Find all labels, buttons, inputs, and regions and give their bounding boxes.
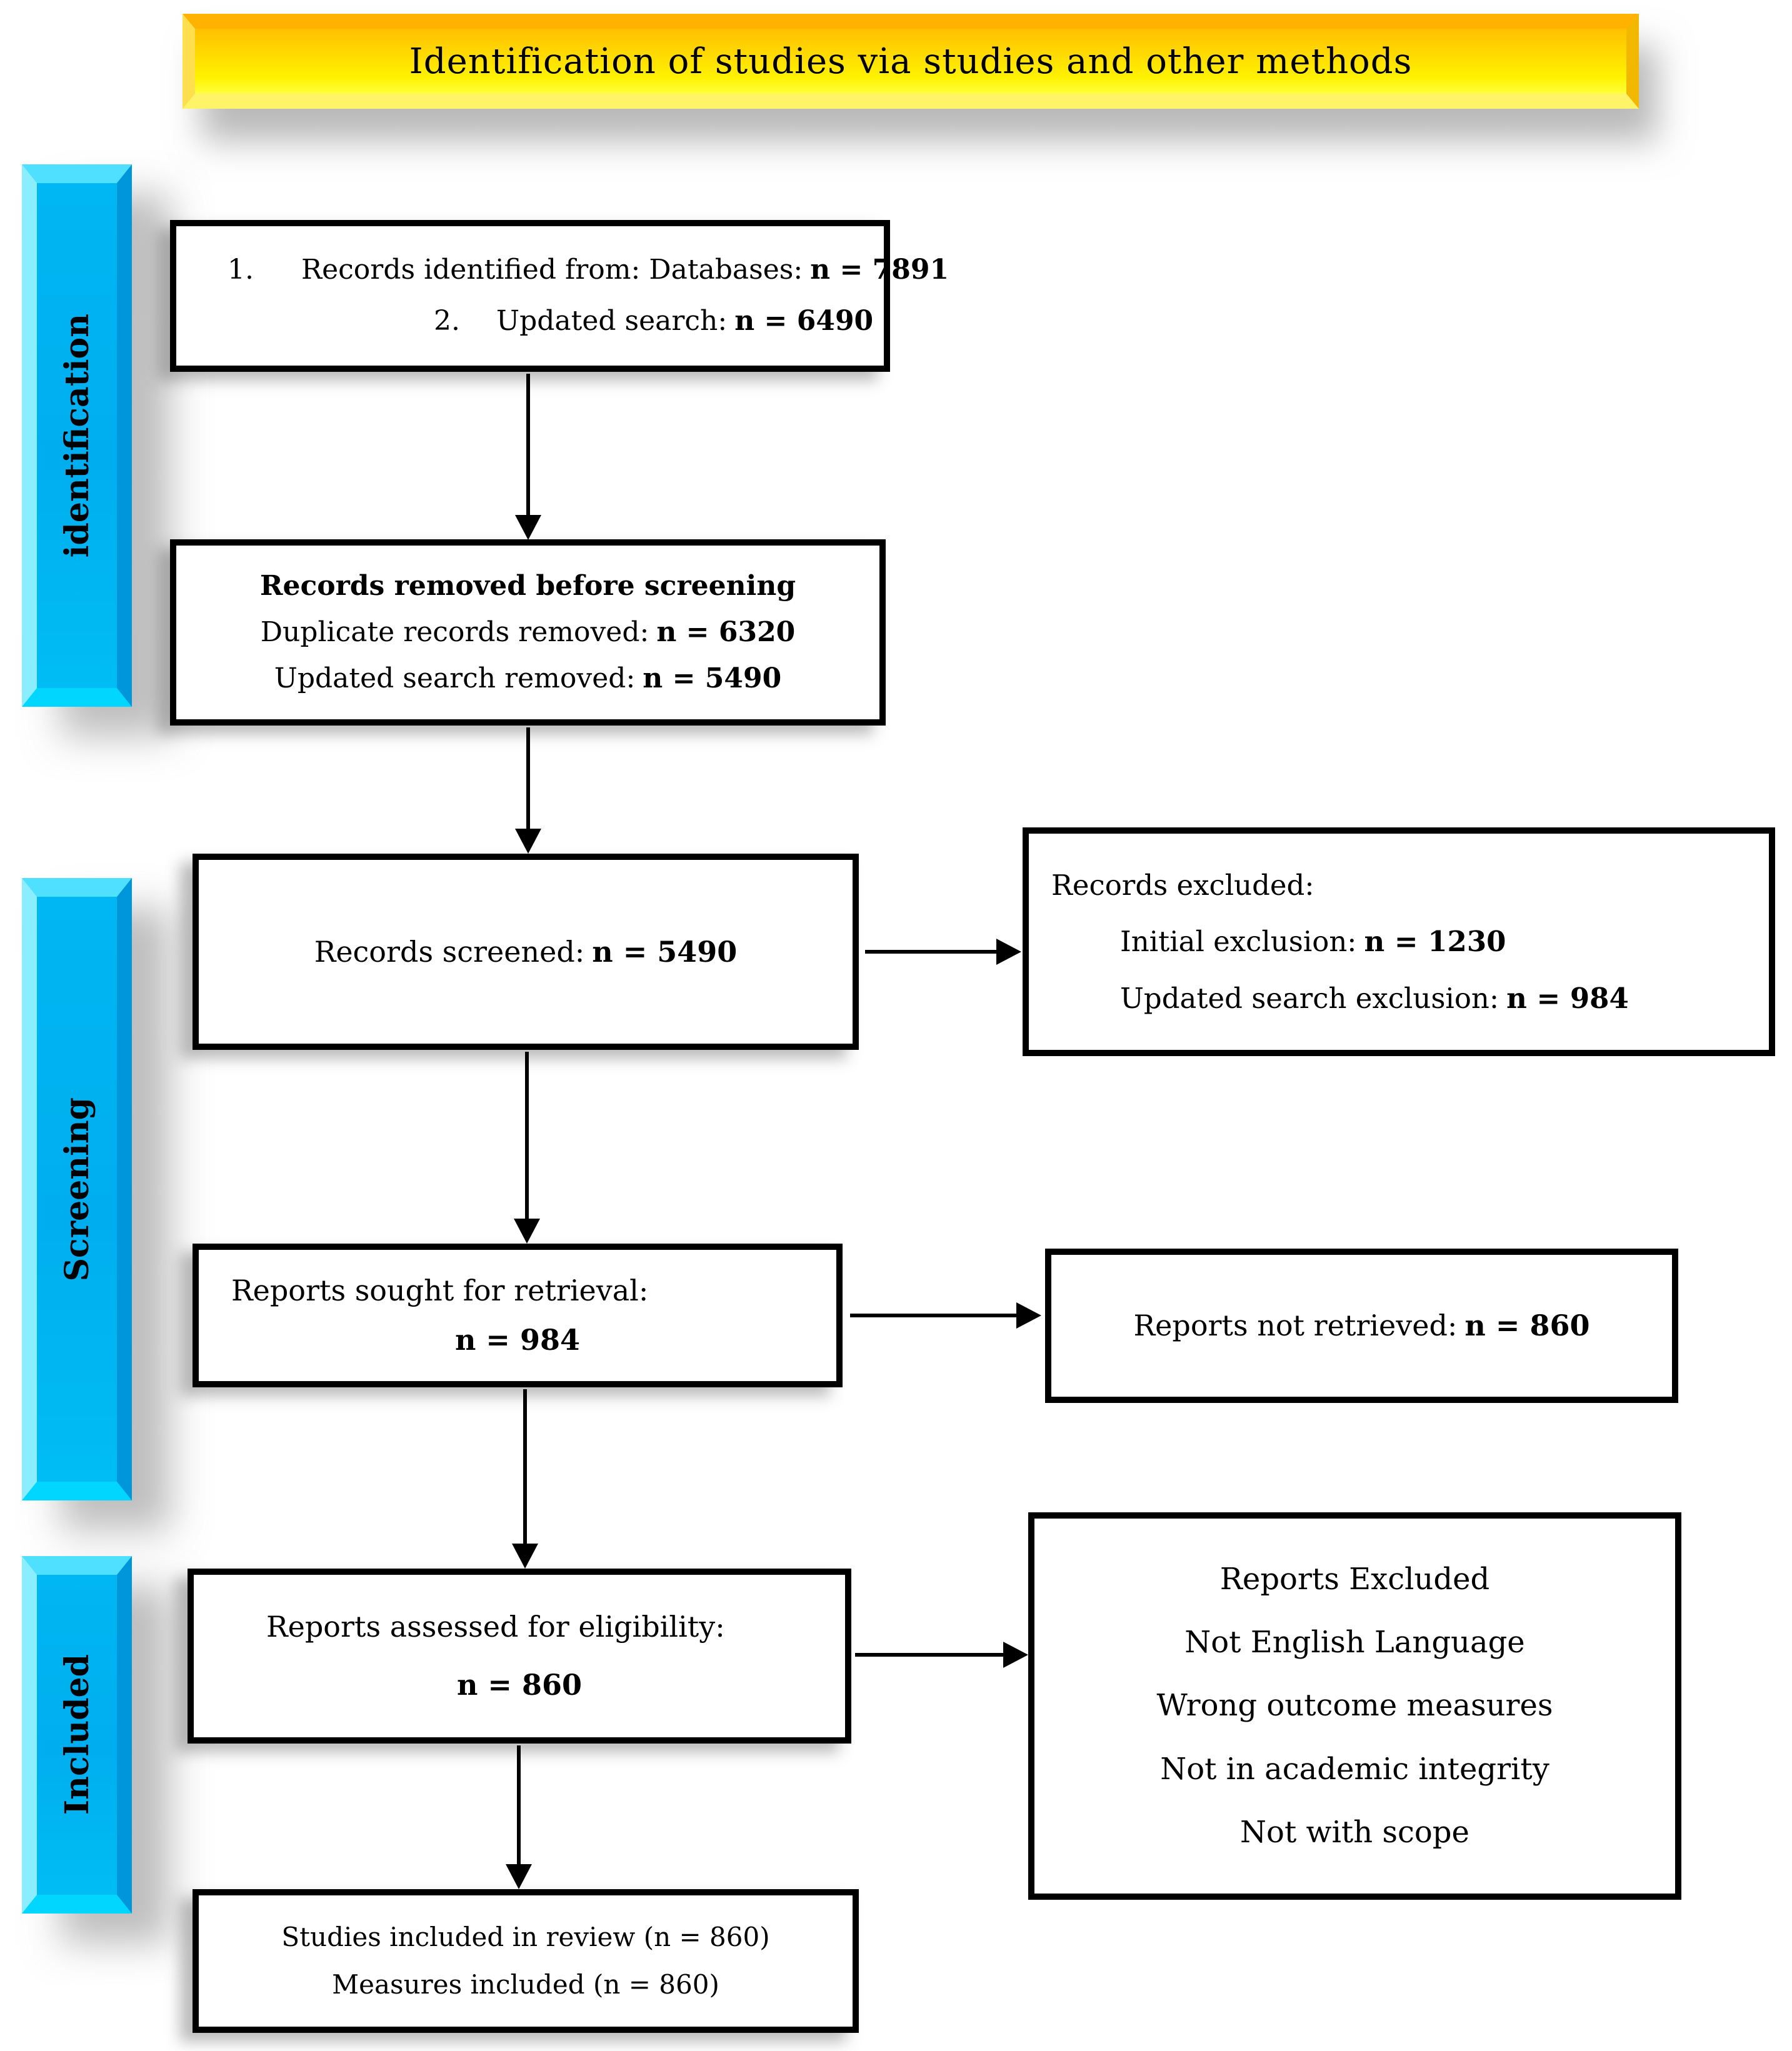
reports-assessed-label: Reports assessed for eligibility:: [266, 1609, 725, 1644]
stage-banner-identification: identification: [22, 164, 132, 707]
title-banner: Identification of studies via studies an…: [183, 14, 1639, 109]
records-excluded-title: Records excluded:: [1051, 868, 1314, 902]
updated-exclusion-line: Updated search exclusion:n = 984: [1120, 981, 1629, 1015]
reports-excluded-title: Reports Excluded: [1219, 1562, 1490, 1597]
records-identified-count: n = 7891: [810, 254, 949, 286]
box-reports-assessed: Reports assessed for eligibility: n = 86…: [188, 1569, 851, 1744]
arrow-sought-to-assessed: [523, 1389, 527, 1545]
reason-not-english: Not English Language: [1184, 1625, 1525, 1660]
updated-exclusion-count: n = 984: [1506, 981, 1629, 1015]
updated-removed-line: Updated search removed:n = 5490: [274, 662, 782, 694]
box-reports-sought: Reports sought for retrieval: n = 984: [193, 1244, 843, 1387]
box-studies-included: Studies included in review (n = 860) Mea…: [193, 1889, 859, 2033]
duplicates-removed-count: n = 6320: [656, 616, 796, 648]
diagram-title: Identification of studies via studies an…: [409, 41, 1413, 82]
stage-label-identification: identification: [58, 313, 96, 558]
initial-exclusion-line: Initial exclusion:n = 1230: [1120, 925, 1506, 959]
list-number-2: 2.: [434, 305, 460, 337]
box-records-removed: Records removed before screening Duplica…: [170, 539, 886, 726]
reports-not-retrieved-count: n = 860: [1464, 1309, 1590, 1343]
records-identified-line2: 2.Updated search:n = 6490: [434, 305, 874, 337]
updated-search-count: n = 6490: [734, 305, 874, 337]
records-screened-count: n = 5490: [592, 934, 738, 969]
arrow-screened-to-excluded: [865, 950, 998, 954]
studies-included-line: Studies included in review (n = 860): [281, 1922, 770, 1953]
reports-sought-label: Reports sought for retrieval:: [231, 1274, 649, 1308]
stage-banner-included: Included: [22, 1556, 132, 1914]
box-records-excluded: Records excluded: Initial exclusion:n = …: [1023, 827, 1775, 1056]
arrow-sought-to-not-retrieved: [850, 1314, 1018, 1317]
box-records-identified: 1.Records identified from: Databases:n =…: [170, 220, 949, 372]
list-number-1: 1.: [228, 254, 254, 286]
records-screened-line: Records screened:n = 5490: [314, 934, 738, 969]
stage-label-screening: Screening: [58, 1097, 96, 1282]
records-identified-line1: 1.Records identified from: Databases:n =…: [228, 254, 949, 286]
reason-not-with-scope: Not with scope: [1240, 1814, 1469, 1850]
stage-label-included: Included: [58, 1654, 96, 1815]
arrow-assessed-to-reports-excluded: [855, 1653, 1004, 1657]
reports-assessed-count: n = 860: [456, 1668, 583, 1702]
arrow-assessed-to-included: [517, 1745, 521, 1865]
records-removed-title: Records removed before screening: [259, 569, 796, 602]
box-reports-not-retrieved: Reports not retrieved:n = 860: [1045, 1249, 1678, 1403]
reason-not-academic-integrity: Not in academic integrity: [1160, 1751, 1549, 1787]
arrow-screened-to-sought: [525, 1052, 529, 1220]
arrow-removed-to-screened: [526, 727, 530, 830]
box-reports-excluded-reasons: Reports Excluded Not English Language Wr…: [1028, 1512, 1681, 1900]
reports-sought-count: n = 984: [454, 1322, 581, 1357]
updated-removed-count: n = 5490: [643, 662, 782, 694]
stage-banner-screening: Screening: [22, 878, 132, 1500]
box-records-screened: Records screened:n = 5490: [193, 854, 859, 1050]
duplicates-removed-line: Duplicate records removed:n = 6320: [260, 616, 796, 648]
reason-wrong-outcome: Wrong outcome measures: [1156, 1688, 1553, 1724]
reports-not-retrieved-line: Reports not retrieved:n = 860: [1133, 1309, 1590, 1343]
arrow-identified-to-removed: [526, 374, 530, 516]
initial-exclusion-count: n = 1230: [1364, 925, 1506, 959]
measures-included-line: Measures included (n = 860): [332, 1969, 719, 2000]
